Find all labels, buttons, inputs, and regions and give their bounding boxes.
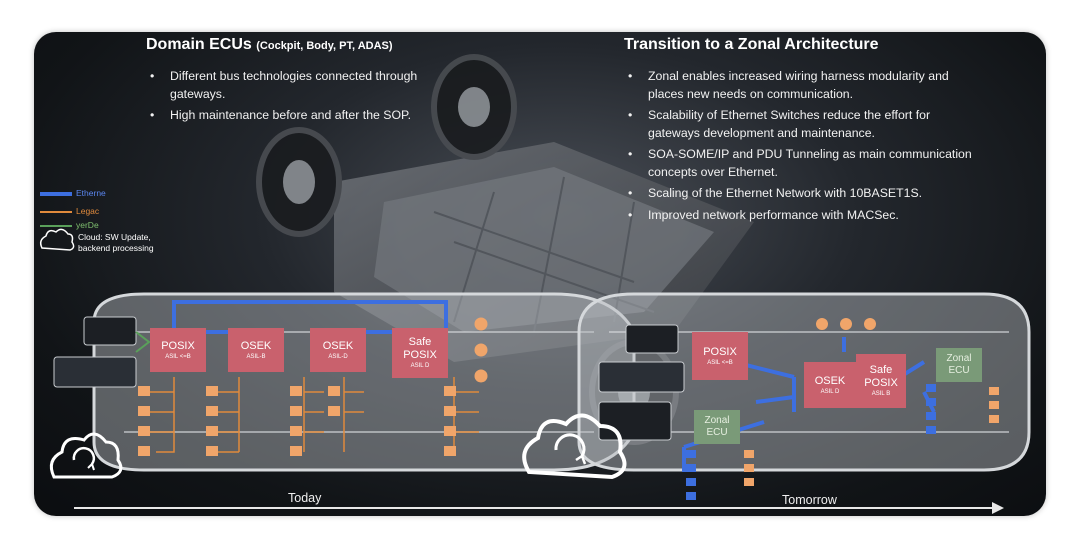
timeline-arrow — [74, 502, 1004, 514]
camera-icons-today — [474, 317, 488, 383]
display-icons-tomorrow — [598, 324, 685, 441]
legend-legacy: Legac — [76, 206, 100, 216]
left-bullet: Different bus technologies connected thr… — [146, 68, 436, 103]
legend-cloud-icon — [39, 228, 75, 251]
cloud-icon — [49, 432, 123, 479]
camera-icons-tomorrow — [816, 318, 876, 330]
zonal-ecu-right: Zonal ECU — [936, 348, 982, 382]
slide: Domain ECUs (Cockpit, Body, PT, ADAS) Di… — [34, 32, 1046, 516]
zonal-ecu-left: Zonal ECU — [694, 410, 740, 444]
legend-ethernet: Etherne — [76, 188, 106, 198]
cloud-icon-large — [522, 413, 627, 480]
zonal-transition-title: Transition to a Zonal Architecture — [624, 36, 879, 53]
display-icons-today — [53, 316, 151, 388]
left-bullet: High maintenance before and after the SO… — [146, 107, 436, 125]
ethernet-nodes-tomorrow — [686, 384, 936, 500]
right-bullet: Zonal enables increased wiring harness m… — [624, 68, 984, 103]
legend-cloud: Cloud: SW Update, backend processing — [78, 232, 154, 253]
tomorrow-label: Tomorrow — [782, 493, 837, 507]
right-bullet: Scalability of Ethernet Switches reduce … — [624, 107, 984, 142]
today-label: Today — [288, 491, 322, 505]
legacy-nodes-tomorrow — [744, 387, 999, 486]
right-bullet: Scaling of the Ethernet Network with 10B… — [624, 185, 984, 203]
legend-swatches — [40, 192, 72, 227]
right-bullet: SOA-SOME/IP and PDU Tunneling as main co… — [624, 146, 984, 181]
right-bullet-list: Zonal enables increased wiring harness m… — [624, 68, 984, 228]
endpoint-nodes-today — [138, 386, 456, 456]
domain-ecus-title: Domain ECUs (Cockpit, Body, PT, ADAS) — [146, 36, 393, 53]
right-bullet: Improved network performance with MACSec… — [624, 207, 984, 225]
legend-other: yerDe — [76, 220, 99, 230]
left-bullet-list: Different bus technologies connected thr… — [146, 68, 436, 129]
